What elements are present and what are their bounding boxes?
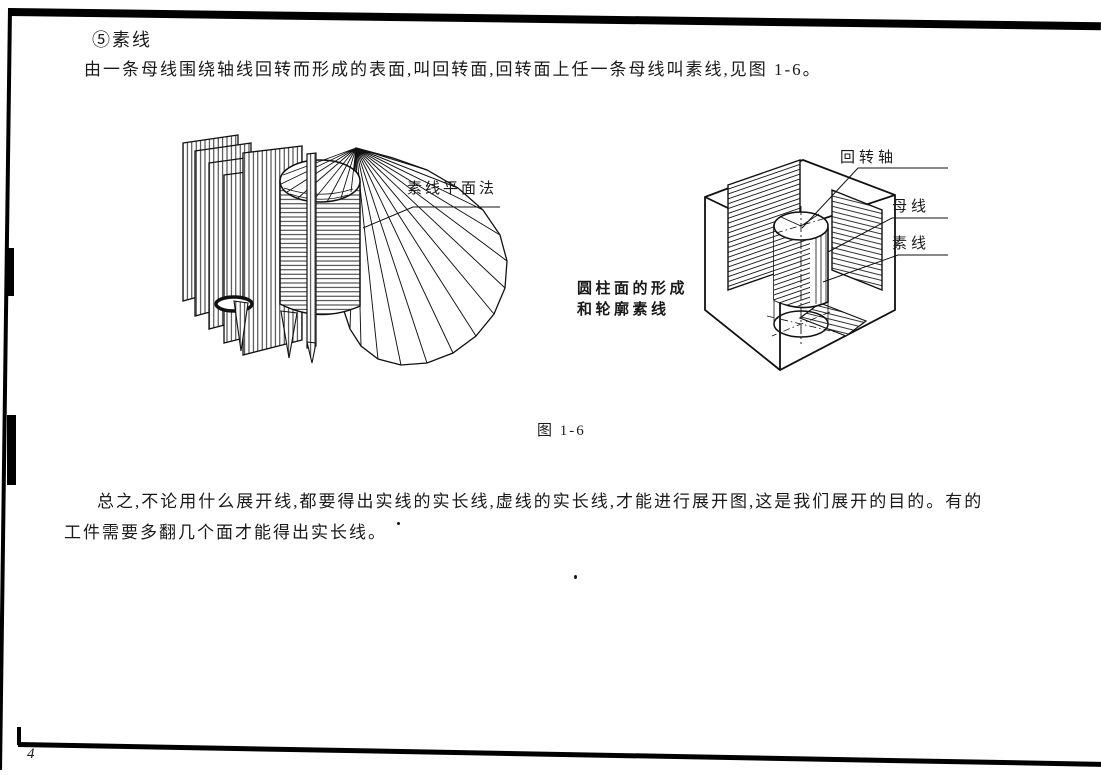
leader-element-line	[822, 254, 948, 283]
plane-method-label: 素线平面法	[407, 181, 498, 197]
right-drawing-title-line2: 和轮廓素线	[577, 302, 670, 318]
scan-artifact-bottom-left-tick	[17, 727, 21, 745]
closing-paragraph-line1: 总之,不论用什么展开线,都要得出实线的实长线,虚线的实长线,才能进行展开图,这是…	[97, 492, 984, 511]
cylinder-body	[279, 180, 361, 316]
cylinder	[279, 147, 361, 316]
base-circle-centerlines	[766, 311, 836, 337]
page-number: 4	[27, 746, 35, 762]
left-technical-drawing	[182, 134, 508, 366]
plane-tips	[233, 300, 298, 359]
top-face-centerline	[775, 217, 827, 234]
scan-artifact-bottom-bar	[17, 742, 1101, 767]
right-technical-drawing	[704, 159, 948, 372]
generatrix-label: 母线	[892, 199, 931, 215]
scan-artifact-left-blob-1	[6, 248, 14, 296]
rotation-axis-label: 回转轴	[840, 150, 898, 166]
right-drawing-title: 圆柱面的形成 和轮廓素线	[577, 279, 688, 321]
hatched-plane-right	[831, 188, 883, 292]
section-heading: ⑤素线	[92, 30, 152, 50]
closing-paragraph-line2: 工件需要多翻几个面才能得出实长线。	[64, 523, 387, 542]
cylinder-top-face	[279, 159, 361, 203]
figure-caption: 图 1-6	[537, 423, 586, 439]
hatched-floor-flap	[798, 302, 868, 337]
leader-generatrix	[827, 217, 948, 253]
intro-paragraph: 由一条母线围绕轴线回转而形成的表面,叫回转面,回转面上任一条母线叫素线,见图 1…	[84, 60, 822, 79]
scan-speck-1	[397, 522, 400, 525]
plane-stack	[182, 134, 303, 356]
scan-artifact-left-border	[0, 8, 12, 770]
right-drawing-title-line1: 圆柱面的形成	[577, 281, 689, 297]
front-plane-strip	[306, 152, 317, 364]
scan-artifact-left-blob-2	[7, 415, 16, 485]
plane-tip	[306, 341, 317, 364]
leader-rotation-axis	[801, 167, 948, 229]
base-circle	[773, 310, 829, 338]
leader-line-plane-method	[362, 206, 500, 229]
plane-tip	[280, 310, 298, 359]
top-face-rays	[280, 147, 357, 203]
leader-lines	[801, 167, 948, 283]
element-line-label: 素线	[892, 236, 931, 252]
scan-speck-2	[574, 575, 577, 579]
scan-artifact-top-bar	[9, 8, 1101, 31]
plane-tip	[233, 300, 249, 352]
cylinder	[766, 206, 836, 344]
